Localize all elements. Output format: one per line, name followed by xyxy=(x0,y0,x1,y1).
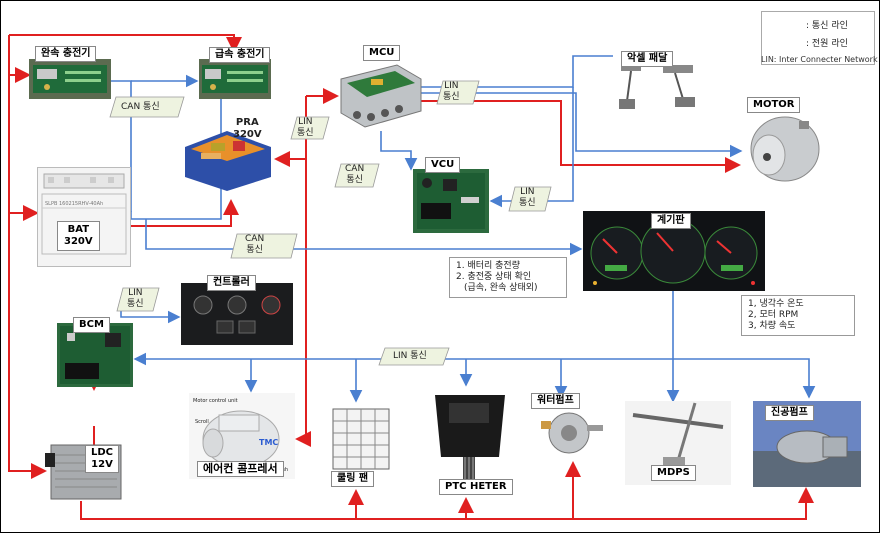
controller-label: 컨트롤러 xyxy=(207,275,256,291)
legend: : 통신 라인 : 전원 라인 xyxy=(761,11,875,65)
cluster-image xyxy=(583,211,765,291)
battery-info-2: 2. 충전중 상태 확인 xyxy=(456,272,532,282)
motor-label: MOTOR xyxy=(747,97,801,113)
vcu-label: VCU xyxy=(425,157,461,173)
compressor-motor-control-label: Motor control unit xyxy=(193,398,238,404)
cluster-info-note: 1, 냉각수 온도 2, 모터 RPM 3, 차량 속도 xyxy=(741,295,855,336)
slow-charger-image xyxy=(29,59,111,99)
mdps-label: MDPS xyxy=(651,465,696,481)
water-pump-label: 워터펌프 xyxy=(531,393,580,409)
lin-label-mcu-1: LIN xyxy=(444,81,459,91)
mcu-image xyxy=(337,61,423,131)
ptc-heater-label: PTC HETER xyxy=(439,479,513,495)
battery-model: SLPB 160215RHV-40Ah xyxy=(45,201,104,207)
legend-lin-note: LIN: Inter Connecter Network xyxy=(761,55,878,64)
lin-label-vcu-1: LIN xyxy=(520,187,535,197)
compressor-scroll-label: Scroll xyxy=(195,419,209,425)
lin-label-bcm-2: 통신 xyxy=(127,299,144,309)
battery-label: BAT xyxy=(67,224,90,235)
bcm-label: BCM xyxy=(73,317,110,333)
can-label-bat-1: CAN xyxy=(245,234,265,244)
water-pump-image xyxy=(533,399,609,465)
lin-label-vcu-2: 통신 xyxy=(519,198,536,208)
compressor-brand-label: TMC xyxy=(259,438,279,447)
motor-image xyxy=(739,111,823,185)
cluster-info-1: 1, 냉각수 온도 xyxy=(748,299,804,309)
lin-label-pra-1: LIN xyxy=(298,117,313,127)
ac-compressor-label: 에어컨 콤프레서 xyxy=(197,461,284,477)
mdps-image xyxy=(625,401,731,485)
can-label-vcu-2: 통신 xyxy=(346,175,363,185)
cluster-info-3: 3, 차량 속도 xyxy=(748,321,796,331)
fast-charger-image xyxy=(199,59,271,99)
controller-image xyxy=(181,283,293,345)
battery-info-1: 1. 배터리 충전량 xyxy=(456,261,520,271)
vcu-image xyxy=(413,169,489,233)
can-label-chargers: CAN 통신 xyxy=(121,102,160,112)
cluster-info-2: 2, 모터 RPM xyxy=(748,310,799,320)
battery-info-3: (급속, 완속 상태외) xyxy=(464,283,538,293)
slow-charger-label: 완속 충전기 xyxy=(35,46,97,62)
battery-info-note: 1. 배터리 충전량 2. 충전중 상태 확인 (급속, 완속 상태외) xyxy=(449,257,567,298)
power-lines xyxy=(8,34,814,520)
fast-charger-label: 급속 충전기 xyxy=(209,47,271,63)
accel-pedal-image xyxy=(613,61,705,113)
can-label-vcu-1: CAN xyxy=(345,164,365,174)
can-label-bat-2: 통신 xyxy=(246,245,263,255)
legend-power-line: : 전원 라인 xyxy=(806,39,848,49)
pra-label: PRA xyxy=(235,117,259,128)
comm-label-shapes xyxy=(109,80,552,366)
cluster-label: 계기판 xyxy=(651,213,691,229)
cooling-fan-image xyxy=(323,401,397,481)
lin-label-pra-2: 통신 xyxy=(297,128,314,138)
pra-image xyxy=(181,117,273,191)
lin-label-bcm-1: LIN xyxy=(128,288,143,298)
ldc-label: LDC xyxy=(91,447,114,458)
accel-pedal-label: 악셀 패달 xyxy=(621,51,674,67)
bcm-image xyxy=(57,323,133,387)
pra-voltage: 320V xyxy=(233,129,262,140)
ldc-voltage: 12V xyxy=(91,459,113,470)
ptc-heater-image xyxy=(429,387,511,491)
cooling-fan-label: 쿨링 팬 xyxy=(331,471,375,487)
legend-comm-line: : 통신 라인 xyxy=(806,21,848,31)
battery-image xyxy=(37,167,131,267)
lin-label-mcu-2: 통신 xyxy=(443,92,460,102)
lin-bus-label: LIN 통신 xyxy=(393,351,427,361)
mcu-label: MCU xyxy=(363,45,401,61)
battery-voltage: 320V xyxy=(64,236,93,247)
vacuum-pump-label: 진공펌프 xyxy=(765,405,814,421)
